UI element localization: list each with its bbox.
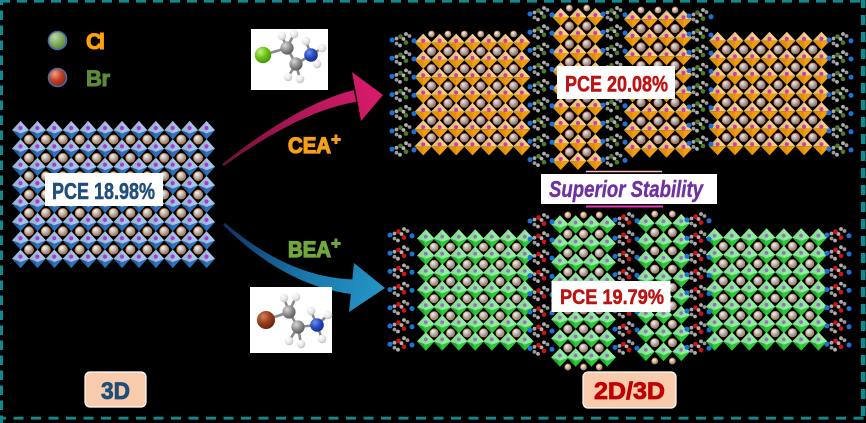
svg-text:3D: 3D xyxy=(101,378,130,405)
svg-text:+: + xyxy=(331,234,341,253)
svg-text:CEA: CEA xyxy=(288,133,331,158)
svg-text:Cl: Cl xyxy=(86,29,105,54)
svg-text:Br: Br xyxy=(86,66,110,91)
svg-text:+: + xyxy=(331,130,341,149)
svg-text:BEA: BEA xyxy=(288,237,331,262)
svg-text:PCE 20.08%: PCE 20.08% xyxy=(565,72,668,97)
svg-text:PCE 18.98%: PCE 18.98% xyxy=(52,178,155,204)
svg-text:PCE 19.79%: PCE 19.79% xyxy=(560,286,664,309)
svg-text:2D/3D: 2D/3D xyxy=(594,378,665,405)
svg-text:Superior Stability: Superior Stability xyxy=(549,176,704,202)
